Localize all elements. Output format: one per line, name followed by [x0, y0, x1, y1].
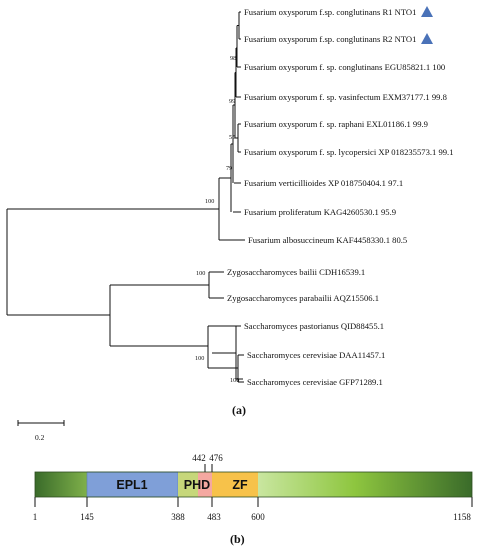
bootstrap-value: 100 [195, 355, 204, 362]
leaf-label: Fusarium proliferatum KAG4260530.1 95.9 [244, 207, 396, 217]
leaf-label: Fusarium oxysporum f. sp. lycopersici XP… [244, 147, 454, 157]
bootstrap-value: 100 [205, 198, 214, 205]
leaf-label: Fusarium albosuccineum KAF4458330.1 80.5 [248, 235, 407, 245]
leaf-label: Fusarium oxysporum f.sp. conglutinans R2… [244, 34, 416, 44]
leaf-label: Saccharomyces cerevisiae DAA11457.1 [247, 350, 385, 360]
position-label: 1158 [453, 512, 471, 522]
scale-bar-label: 0.2 [35, 433, 45, 442]
leaf-label: Fusarium verticillioides XP 018750404.1 … [244, 178, 403, 188]
position-label: 476 [209, 453, 223, 463]
position-label: 483 [207, 512, 221, 522]
triangle-marker-icon [421, 33, 433, 44]
leaf-label: Zygosaccharomyces parabailii AQZ15506.1 [227, 293, 379, 303]
position-label: 442 [192, 453, 206, 463]
position-label: 145 [80, 512, 94, 522]
domain-phd-left [178, 472, 198, 497]
bootstrap-value: 100 [196, 270, 205, 277]
domain-phd [198, 472, 212, 497]
bootstrap-value: 79 [226, 165, 232, 172]
triangle-marker-icon [421, 6, 433, 17]
domain-label-epl1: EPL1 [116, 478, 147, 492]
position-label: 1 [33, 512, 38, 522]
scale-bar [17, 420, 65, 426]
bootstrap-value: 98 [230, 55, 236, 62]
bootstrap-value: 99 [229, 98, 235, 105]
leaf-label: Fusarium oxysporum f. sp. vasinfectum EX… [244, 92, 447, 102]
leaf-label: Fusarium oxysporum f. sp. conglutinans E… [244, 62, 445, 72]
leaf-label: Zygosaccharomyces bailii CDH16539.1 [227, 267, 365, 277]
leaf-label: Fusarium oxysporum f. sp. raphani EXL011… [244, 119, 428, 129]
position-label: 388 [171, 512, 185, 522]
protein-bar-left [35, 472, 87, 497]
bootstrap-value: 55 [229, 134, 235, 141]
panel-label-a: (a) [232, 403, 246, 417]
domain-architecture: EPL1 PHD ZF 1 145 388 442 476 483 600 11… [33, 453, 473, 546]
protein-bar-outline [34, 471, 473, 498]
bootstrap-value: 100 [230, 377, 239, 384]
protein-bar-right [258, 472, 472, 497]
position-label: 600 [251, 512, 265, 522]
phylogenetic-tree: Fusarium oxysporum f.sp. conglutinans R1… [6, 6, 454, 442]
leaf-label: Saccharomyces pastorianus QID88455.1 [244, 321, 384, 331]
domain-label-zf: ZF [232, 478, 248, 492]
leaf-label: Fusarium oxysporum f.sp. conglutinans R1… [244, 7, 416, 17]
leaf-label: Saccharomyces cerevisiae GFP71289.1 [247, 377, 383, 387]
panel-label-b: (b) [230, 532, 245, 546]
position-ticks [34, 464, 473, 507]
tree-branches [6, 11, 245, 383]
domain-zf [212, 472, 258, 497]
domain-epl1 [86, 471, 179, 498]
domain-label-phd: PHD [184, 478, 210, 492]
